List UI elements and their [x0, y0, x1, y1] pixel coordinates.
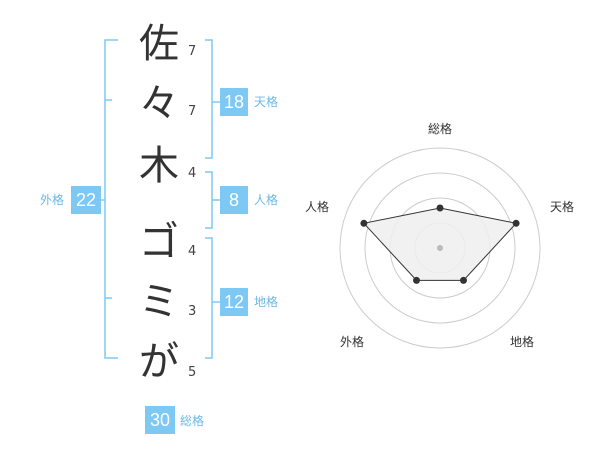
radar-axis-label-chikaku: 地格	[510, 335, 535, 349]
jinkaku-label: 人格	[254, 193, 279, 207]
radar-point-1	[436, 204, 444, 212]
name-char-1: 佐	[139, 21, 179, 67]
stroke-count-6: 5	[188, 365, 197, 380]
name-char-2: 々	[139, 81, 179, 127]
chikaku-badge: 12	[220, 288, 248, 316]
gaikaku-badge: 22	[71, 186, 101, 214]
stroke-count-5: 3	[188, 304, 197, 319]
soukaku-label: 総格	[180, 414, 205, 428]
stroke-count-2: 7	[188, 104, 197, 119]
radar-chart	[339, 147, 541, 349]
radar-series-area	[362, 207, 518, 281]
name-char-6: が	[139, 339, 179, 385]
radar-point-5	[360, 219, 368, 227]
radar-point-4	[413, 276, 420, 284]
name-char-5: ミ	[139, 279, 179, 325]
radar-axis-label-gaikaku: 外格	[340, 335, 365, 349]
bracket-lines	[98, 39, 220, 359]
radar-axis-label-soukaku: 総格	[428, 122, 453, 136]
chikaku-bracket	[205, 237, 213, 359]
chikaku-label: 地格	[254, 295, 279, 309]
stroke-count-1: 7	[188, 44, 197, 59]
radar-ring-4	[339, 147, 541, 349]
radar-ring-3	[364, 172, 516, 324]
gaikaku-label: 外格	[40, 193, 65, 207]
name-char-3: 木	[139, 143, 179, 189]
radar-point-3	[460, 276, 467, 284]
jinkaku-badge: 8	[220, 186, 248, 214]
jinkaku-bracket	[205, 171, 213, 229]
gaikaku-bracket	[104, 39, 118, 359]
radar-axis-label-tenkaku: 天格	[550, 200, 575, 214]
stroke-count-4: 4	[188, 244, 197, 259]
radar-center-dot	[437, 245, 443, 251]
tenkaku-bracket	[205, 39, 213, 159]
soukaku-badge: 30	[145, 406, 175, 434]
name-char-4: ゴ	[139, 219, 179, 265]
radar-point-2	[512, 219, 520, 227]
radar-axis-label-jinkaku: 人格	[305, 200, 330, 214]
tenkaku-badge: 18	[220, 88, 248, 116]
tenkaku-label: 天格	[254, 95, 279, 109]
stroke-count-3: 4	[188, 166, 197, 181]
